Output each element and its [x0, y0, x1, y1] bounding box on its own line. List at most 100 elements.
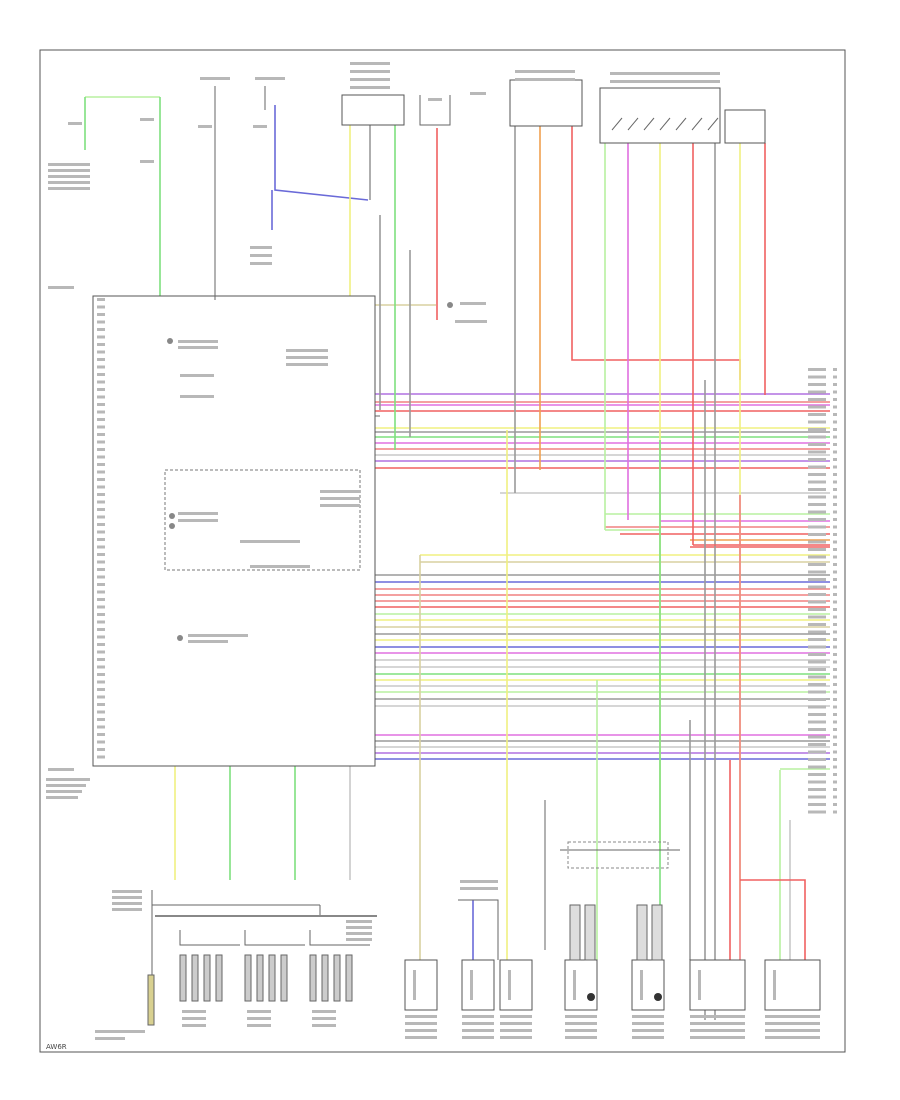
- o2-sensor-2-pin-mark: [773, 970, 776, 1000]
- pin-number-mark: [97, 538, 105, 541]
- pin-number-mark: [833, 675, 837, 679]
- connector-label-mark: [808, 435, 826, 439]
- callout-label-mark: [320, 497, 360, 500]
- pin-number-mark: [833, 615, 837, 619]
- pin-number-mark: [97, 350, 105, 354]
- connector-label-mark: [808, 563, 826, 566]
- pin-number-mark: [833, 390, 837, 394]
- cylinder-3-label-mark: [312, 1024, 336, 1027]
- cylinder-2-coil-terminal: [280, 954, 288, 1002]
- camshaft-sensor-2-pickup: [654, 993, 662, 1001]
- callout-label-mark: [320, 490, 360, 493]
- pin-number-mark: [833, 668, 837, 671]
- pin-number-mark: [97, 395, 105, 399]
- pin-number-mark: [833, 555, 837, 559]
- component-label-mark: [140, 118, 154, 121]
- pin-number-mark: [97, 305, 105, 309]
- connector-label-mark: [808, 480, 826, 484]
- cylinder-3-coil-terminal: [309, 954, 317, 1002]
- pin-number-mark: [833, 413, 837, 416]
- connector-label-mark: [808, 720, 826, 724]
- vehicle-speed-sensor-label-mark: [462, 1022, 494, 1025]
- cylinder-3-coil-terminal: [333, 954, 341, 1002]
- fuse-box-outline: [419, 95, 451, 126]
- pin-number-mark: [97, 755, 105, 759]
- pin-number-mark: [97, 373, 105, 376]
- coil-label-mark: [346, 938, 372, 941]
- connector-label-mark: [808, 503, 826, 506]
- vehicle-speed-sensor-label-mark: [462, 1029, 494, 1032]
- callout-label-mark: [320, 504, 360, 507]
- callout-label-mark: [188, 634, 248, 637]
- connector-dot: [167, 338, 173, 344]
- pin-number-mark: [833, 810, 837, 814]
- pin-number-mark: [833, 368, 837, 371]
- cylinder-1-label-mark: [182, 1024, 206, 1027]
- crank-position-sensor-label-mark: [405, 1015, 437, 1018]
- pin-number-mark: [833, 540, 837, 544]
- fuse-label-mark: [253, 125, 267, 128]
- vehicle-speed-sensor: [461, 959, 495, 1011]
- connector-label-mark: [808, 420, 826, 424]
- camshaft-sensor-1-pin-mark: [573, 970, 576, 1000]
- pin-number-mark: [97, 605, 105, 609]
- pin-number-mark: [833, 585, 837, 589]
- component-label-mark: [140, 160, 154, 163]
- vehicle-speed-sensor-pin-mark: [470, 970, 473, 1000]
- component-name-mark: [48, 181, 90, 184]
- component-name-mark: [48, 187, 90, 190]
- relay-label-mark: [350, 86, 390, 89]
- component-name-mark: [48, 169, 90, 172]
- ecm-name-mark: [46, 778, 90, 781]
- fuse-label-mark: [470, 92, 486, 95]
- cylinder-3-coil-terminal: [321, 954, 329, 1002]
- speed-sensor-aux-label-mark: [500, 1022, 532, 1025]
- pin-number-mark: [97, 620, 105, 624]
- module-label-mark: [515, 78, 575, 81]
- cylinder-2-label-mark: [247, 1024, 271, 1027]
- connector-label-mark: [808, 383, 826, 386]
- pin-number-mark: [833, 495, 837, 499]
- connector-label-mark: [808, 495, 826, 499]
- pin-number-mark: [97, 365, 105, 369]
- module-label-mark: [515, 70, 575, 73]
- cylinder-1-coil-terminal: [179, 954, 187, 1002]
- pin-number-mark: [97, 403, 105, 406]
- connector-label-mark: [808, 698, 826, 701]
- o2-sensor-1-label-mark: [690, 1015, 745, 1018]
- camshaft-sensor-2-label-mark: [632, 1015, 664, 1018]
- pin-number-mark: [97, 680, 105, 684]
- sensor-label-mark: [460, 887, 498, 890]
- pin-number-mark: [97, 703, 105, 706]
- camshaft-sensor-1-label-mark: [565, 1015, 597, 1018]
- connector-label-mark: [808, 368, 826, 371]
- callout-label-mark: [286, 349, 328, 352]
- pin-number-mark: [97, 343, 105, 346]
- transmission-module: [509, 79, 583, 127]
- connector-label-mark: [808, 780, 826, 784]
- pin-number-mark: [97, 485, 105, 489]
- camshaft-sensor-1-terminal: [569, 904, 581, 961]
- pin-number-mark: [833, 398, 837, 401]
- pin-number-mark: [833, 705, 837, 709]
- connector-label-mark: [808, 615, 826, 619]
- speed-sensor-aux-label-mark: [500, 1029, 532, 1032]
- connector-label-mark: [808, 428, 826, 431]
- pin-number-mark: [97, 470, 105, 474]
- sensor-label-mark: [460, 880, 498, 883]
- cylinder-3-coil-line: [309, 930, 370, 946]
- pin-number-mark: [97, 388, 105, 391]
- pin-number-mark: [833, 420, 837, 424]
- camshaft-sensor-2-label-mark: [632, 1029, 664, 1032]
- pin-number-mark: [97, 448, 105, 451]
- fuse-label-mark: [200, 77, 230, 80]
- main-relay: [341, 94, 405, 126]
- speed-sensor-aux-label-mark: [500, 1015, 532, 1018]
- drop-wire: [740, 879, 806, 960]
- connector-label-mark: [808, 765, 826, 769]
- connector-dot: [169, 523, 175, 529]
- footer-code: AW6R: [46, 1043, 67, 1051]
- connector-dot: [447, 302, 453, 308]
- pin-number-mark: [833, 765, 837, 769]
- connector-label-mark: [808, 405, 826, 409]
